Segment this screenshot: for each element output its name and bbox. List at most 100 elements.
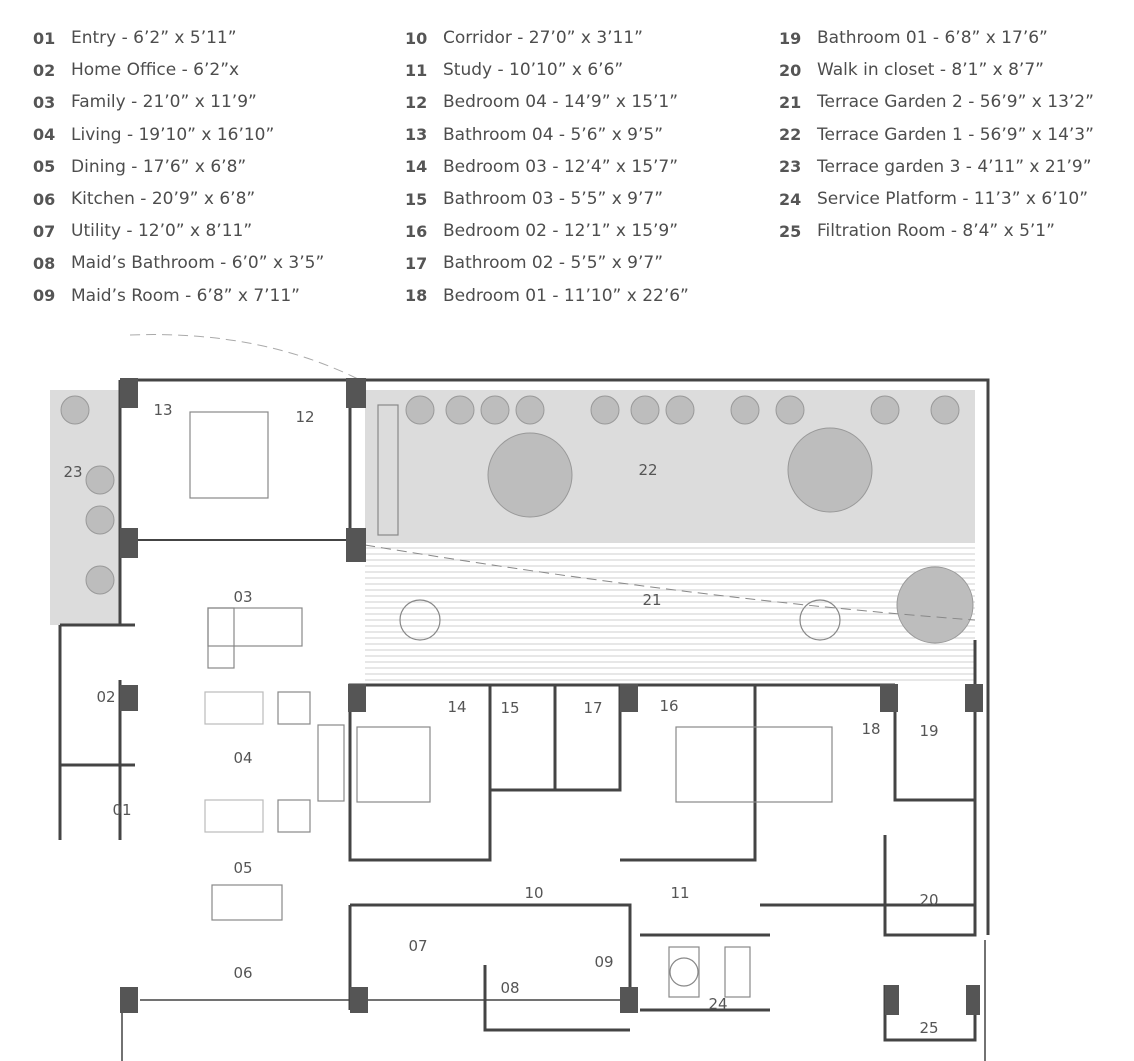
- room-description: Maid’s Bathroom - 6’0” x 3’5”: [71, 253, 325, 274]
- room-label-16: 16: [659, 697, 678, 715]
- room-description: Terrace Garden 2 - 56’9” x 13’2”: [817, 92, 1094, 113]
- tree-icon: [930, 395, 960, 425]
- room-description: Family - 21’0” x 11’9”: [71, 92, 257, 113]
- room-description: Bedroom 03 - 12’4” x 15’7”: [443, 156, 679, 177]
- room-label-14: 14: [447, 698, 466, 716]
- legend-item: 12 Bedroom 04 - 14’9” x 15’1”: [405, 86, 689, 118]
- legend-item: 11 Study - 10’10” x 6’6”: [405, 54, 689, 86]
- room-description: Bathroom 02 - 5’5” x 9’7”: [443, 253, 664, 274]
- legend-item: 24 Service Platform - 11’3” x 6’10”: [779, 183, 1094, 215]
- legend-item: 15 Bathroom 03 - 5’5” x 9’7”: [405, 183, 689, 215]
- tree-icons: [60, 395, 974, 644]
- room-label-07: 07: [408, 937, 427, 955]
- room-number: 20: [779, 60, 802, 80]
- tree-icon: [480, 395, 510, 425]
- tree-icon: [665, 395, 695, 425]
- room-description: Study - 10’10” x 6’6”: [443, 60, 624, 81]
- tree-icon: [60, 395, 90, 425]
- room-description: Filtration Room - 8’4” x 5’1”: [817, 221, 1055, 242]
- room-number: 04: [33, 125, 56, 145]
- room-number: 19: [779, 28, 802, 48]
- legend-item: 17 Bathroom 02 - 5’5” x 9’7”: [405, 247, 689, 279]
- room-label-20: 20: [919, 891, 938, 909]
- room-number: 17: [405, 253, 428, 273]
- room-label-18: 18: [861, 720, 880, 738]
- room-number: 07: [33, 221, 56, 241]
- legend-item: 20 Walk in closet - 8’1” x 8’7”: [779, 54, 1094, 86]
- balcony-outline: [129, 334, 361, 381]
- room-number: 15: [405, 189, 428, 209]
- legend-item: 19 Bathroom 01 - 6’8” x 17’6”: [779, 22, 1094, 54]
- legend-item: 18 Bedroom 01 - 11’10” x 22’6”: [405, 280, 689, 312]
- room-label-17: 17: [583, 699, 602, 717]
- room-label-03: 03: [233, 588, 252, 606]
- tree-icon: [515, 395, 545, 425]
- room-description: Bedroom 02 - 12’1” x 15’9”: [443, 221, 679, 242]
- room-description: Dining - 17’6” x 6’8”: [71, 156, 247, 177]
- room-description: Bathroom 01 - 6’8” x 17’6”: [817, 28, 1048, 49]
- room-label-08: 08: [500, 979, 519, 997]
- furniture: [189, 404, 841, 998]
- structural-columns: [120, 378, 983, 1015]
- room-description: Terrace garden 3 - 4’11” x 21’9”: [817, 156, 1092, 177]
- room-label-19: 19: [919, 722, 938, 740]
- large-tree-icon: [896, 566, 974, 644]
- room-description: Home Office - 6’2”x: [71, 60, 240, 81]
- room-number: 23: [779, 157, 802, 177]
- tree-icon: [85, 565, 115, 595]
- room-label-13: 13: [153, 401, 172, 419]
- legend-item: 06 Kitchen - 20’9” x 6’8”: [33, 183, 324, 215]
- room-number: 09: [33, 286, 56, 306]
- tree-icon: [445, 395, 475, 425]
- room-label-10: 10: [524, 884, 543, 902]
- room-number: 18: [405, 286, 428, 306]
- room-description: Corridor - 27’0” x 3’11”: [443, 28, 643, 49]
- legend-item: 16 Bedroom 02 - 12’1” x 15’9”: [405, 215, 689, 247]
- room-number: 05: [33, 157, 56, 177]
- room-number: 11: [405, 60, 428, 80]
- room-label-21: 21: [642, 591, 661, 609]
- room-description: Kitchen - 20’9” x 6’8”: [71, 189, 256, 210]
- room-label-12: 12: [295, 408, 314, 426]
- room-number: 06: [33, 189, 56, 209]
- legend-column-2: 10 Corridor - 27’0” x 3’11” 11 Study - 10’1…: [405, 22, 689, 312]
- room-number: 22: [779, 125, 802, 145]
- pergola-outline: [364, 544, 976, 621]
- room-label-15: 15: [500, 699, 519, 717]
- legend-item: 04 Living - 19’10” x 16’10”: [33, 119, 324, 151]
- room-label-09: 09: [594, 953, 613, 971]
- room-label-23: 23: [63, 463, 82, 481]
- legend-item: 09 Maid’s Room - 6’8” x 7’11”: [33, 280, 324, 312]
- room-number: 12: [405, 92, 428, 112]
- room-description: Bedroom 01 - 11’10” x 22’6”: [443, 285, 689, 306]
- room-description: Bedroom 04 - 14’9” x 15’1”: [443, 92, 679, 113]
- room-description: Entry - 6’2” x 5’11”: [71, 28, 237, 49]
- large-tree-icon: [787, 427, 873, 513]
- room-number: 24: [779, 189, 802, 209]
- room-number: 10: [405, 28, 428, 48]
- room-description: Bathroom 03 - 5’5” x 9’7”: [443, 189, 664, 210]
- room-description: Utility - 12’0” x 8’11”: [71, 221, 253, 242]
- room-label-05: 05: [233, 859, 252, 877]
- room-label-01: 01: [112, 801, 131, 819]
- tree-icon: [85, 465, 115, 495]
- room-description: Living - 19’10” x 16’10”: [71, 124, 275, 145]
- room-number: 16: [405, 221, 428, 241]
- room-description: Walk in closet - 8’1” x 8’7”: [817, 60, 1044, 81]
- room-description: Maid’s Room - 6’8” x 7’11”: [71, 285, 300, 306]
- room-label-04: 04: [233, 749, 252, 767]
- terrace-garden-2-decking: [365, 547, 975, 681]
- tree-icon: [405, 395, 435, 425]
- room-description: Service Platform - 11’3” x 6’10”: [817, 189, 1089, 210]
- room-description: Bathroom 04 - 5’6” x 9’5”: [443, 124, 664, 145]
